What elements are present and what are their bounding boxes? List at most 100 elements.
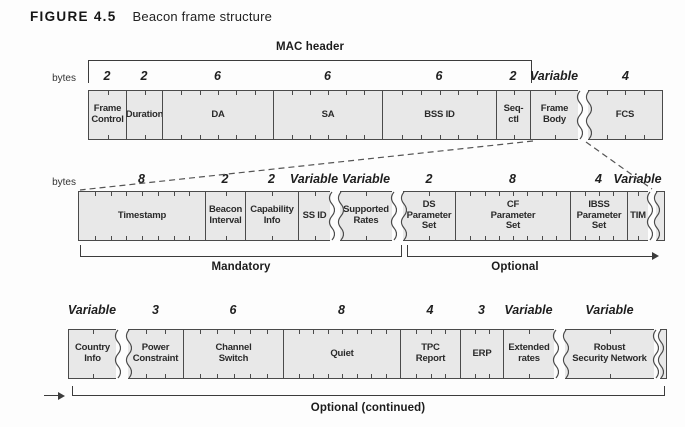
wavy-break-edge (562, 329, 569, 379)
byte-tick (356, 374, 358, 378)
byte-tick (314, 236, 316, 240)
byte-tick (173, 236, 175, 240)
wavy-break-edge (657, 329, 664, 379)
byte-tick (189, 236, 191, 240)
field-box-continuation-stub (657, 329, 667, 379)
byte-tick (94, 236, 96, 240)
wavy-break-edge (652, 329, 659, 379)
field-label: TPC Report (415, 342, 446, 364)
wavy-break-edge (585, 90, 592, 140)
field-box-seq-ctl: Seq- ctl (496, 90, 530, 140)
field-size-da: 6 (214, 69, 221, 83)
field-box-sa: SA (273, 90, 382, 140)
field-box-ss-id: SS ID (298, 191, 335, 241)
field-label: Robust Security Network (572, 342, 647, 364)
byte-tick (225, 236, 227, 240)
byte-tick (142, 236, 143, 240)
field-size-extended-rates: Variable (504, 303, 553, 317)
byte-tick (475, 330, 476, 334)
byte-tick (606, 135, 608, 139)
byte-tick (200, 374, 202, 378)
field-size-tim: Variable (613, 172, 662, 186)
byte-tick (272, 192, 273, 196)
byte-tick (266, 374, 268, 378)
field-label: Power Constraint (132, 342, 179, 364)
mandatory-bracket (80, 245, 402, 257)
byte-tick (314, 192, 316, 196)
byte-tick (309, 135, 311, 139)
byte-tick (327, 330, 329, 334)
byte-tick (529, 330, 530, 334)
bytes-label-row1: bytes (52, 73, 76, 84)
byte-tick (107, 135, 109, 139)
byte-tick (638, 192, 639, 196)
byte-tick (181, 135, 183, 139)
field-label: Extended rates (508, 342, 550, 364)
byte-tick (291, 135, 293, 139)
byte-tick (173, 192, 175, 196)
byte-tick (554, 135, 556, 139)
wavy-break-edge (114, 329, 121, 379)
byte-tick (484, 236, 486, 240)
wavy-break-edge (653, 191, 660, 241)
field-size-channel-switch: 6 (229, 303, 237, 317)
byte-tick (328, 135, 329, 139)
byte-tick (541, 236, 543, 240)
byte-tick (643, 91, 645, 95)
byte-tick (366, 236, 367, 240)
field-label: ERP (472, 347, 492, 359)
byte-tick (157, 192, 159, 196)
field-box-beacon-interval: Beacon Interval (205, 191, 245, 241)
wavy-break-edge (576, 90, 583, 140)
field-label: Supported Rates (343, 204, 389, 226)
byte-tick (541, 192, 543, 196)
field-label: Seq- ctl (503, 103, 524, 125)
field-label: Beacon Interval (208, 204, 243, 226)
byte-tick (513, 236, 514, 240)
field-box-channel-switch: Channel Switch (183, 329, 283, 379)
byte-tick (429, 236, 430, 240)
field-label: DS Parameter Set (406, 198, 452, 232)
byte-tick (189, 192, 191, 196)
byte-tick (638, 236, 639, 240)
bytes-label-row2: bytes (52, 177, 76, 188)
byte-tick (527, 236, 529, 240)
byte-tick (371, 330, 372, 334)
byte-tick (484, 192, 486, 196)
mac-header-bracket (88, 60, 532, 83)
byte-tick (470, 192, 472, 196)
field-size-ds-parameter-set: 2 (425, 172, 433, 186)
byte-tick (164, 330, 166, 334)
byte-tick (126, 192, 128, 196)
optional-label: Optional (491, 261, 539, 273)
byte-tick (606, 91, 608, 95)
continuation-arrow-line (44, 395, 59, 396)
byte-tick (613, 236, 614, 240)
field-size-robust-security-network: Variable (585, 303, 634, 317)
field-size-erp: 3 (478, 303, 485, 317)
field-label: SS ID (302, 209, 327, 221)
byte-tick (498, 192, 500, 196)
byte-tick (142, 192, 143, 196)
optional-continued-label: Optional (continued) (310, 402, 426, 414)
byte-tick (445, 374, 447, 378)
byte-tick (225, 192, 227, 196)
byte-tick (216, 330, 218, 334)
byte-tick (475, 374, 476, 378)
byte-tick (439, 91, 441, 95)
byte-tick (477, 91, 479, 95)
field-label: Timestamp (117, 209, 167, 221)
field-box-timestamp: Timestamp (78, 191, 205, 241)
byte-tick (254, 91, 256, 95)
byte-tick (366, 192, 367, 196)
field-size-ibss-parameter-set: 4 (595, 172, 602, 186)
byte-tick (513, 91, 515, 95)
byte-tick (216, 374, 218, 378)
wavy-break-edge (125, 329, 132, 379)
byte-tick (94, 192, 96, 196)
byte-tick (445, 330, 447, 334)
byte-tick (555, 192, 557, 196)
byte-tick (157, 236, 159, 240)
field-label: SA (321, 108, 335, 120)
